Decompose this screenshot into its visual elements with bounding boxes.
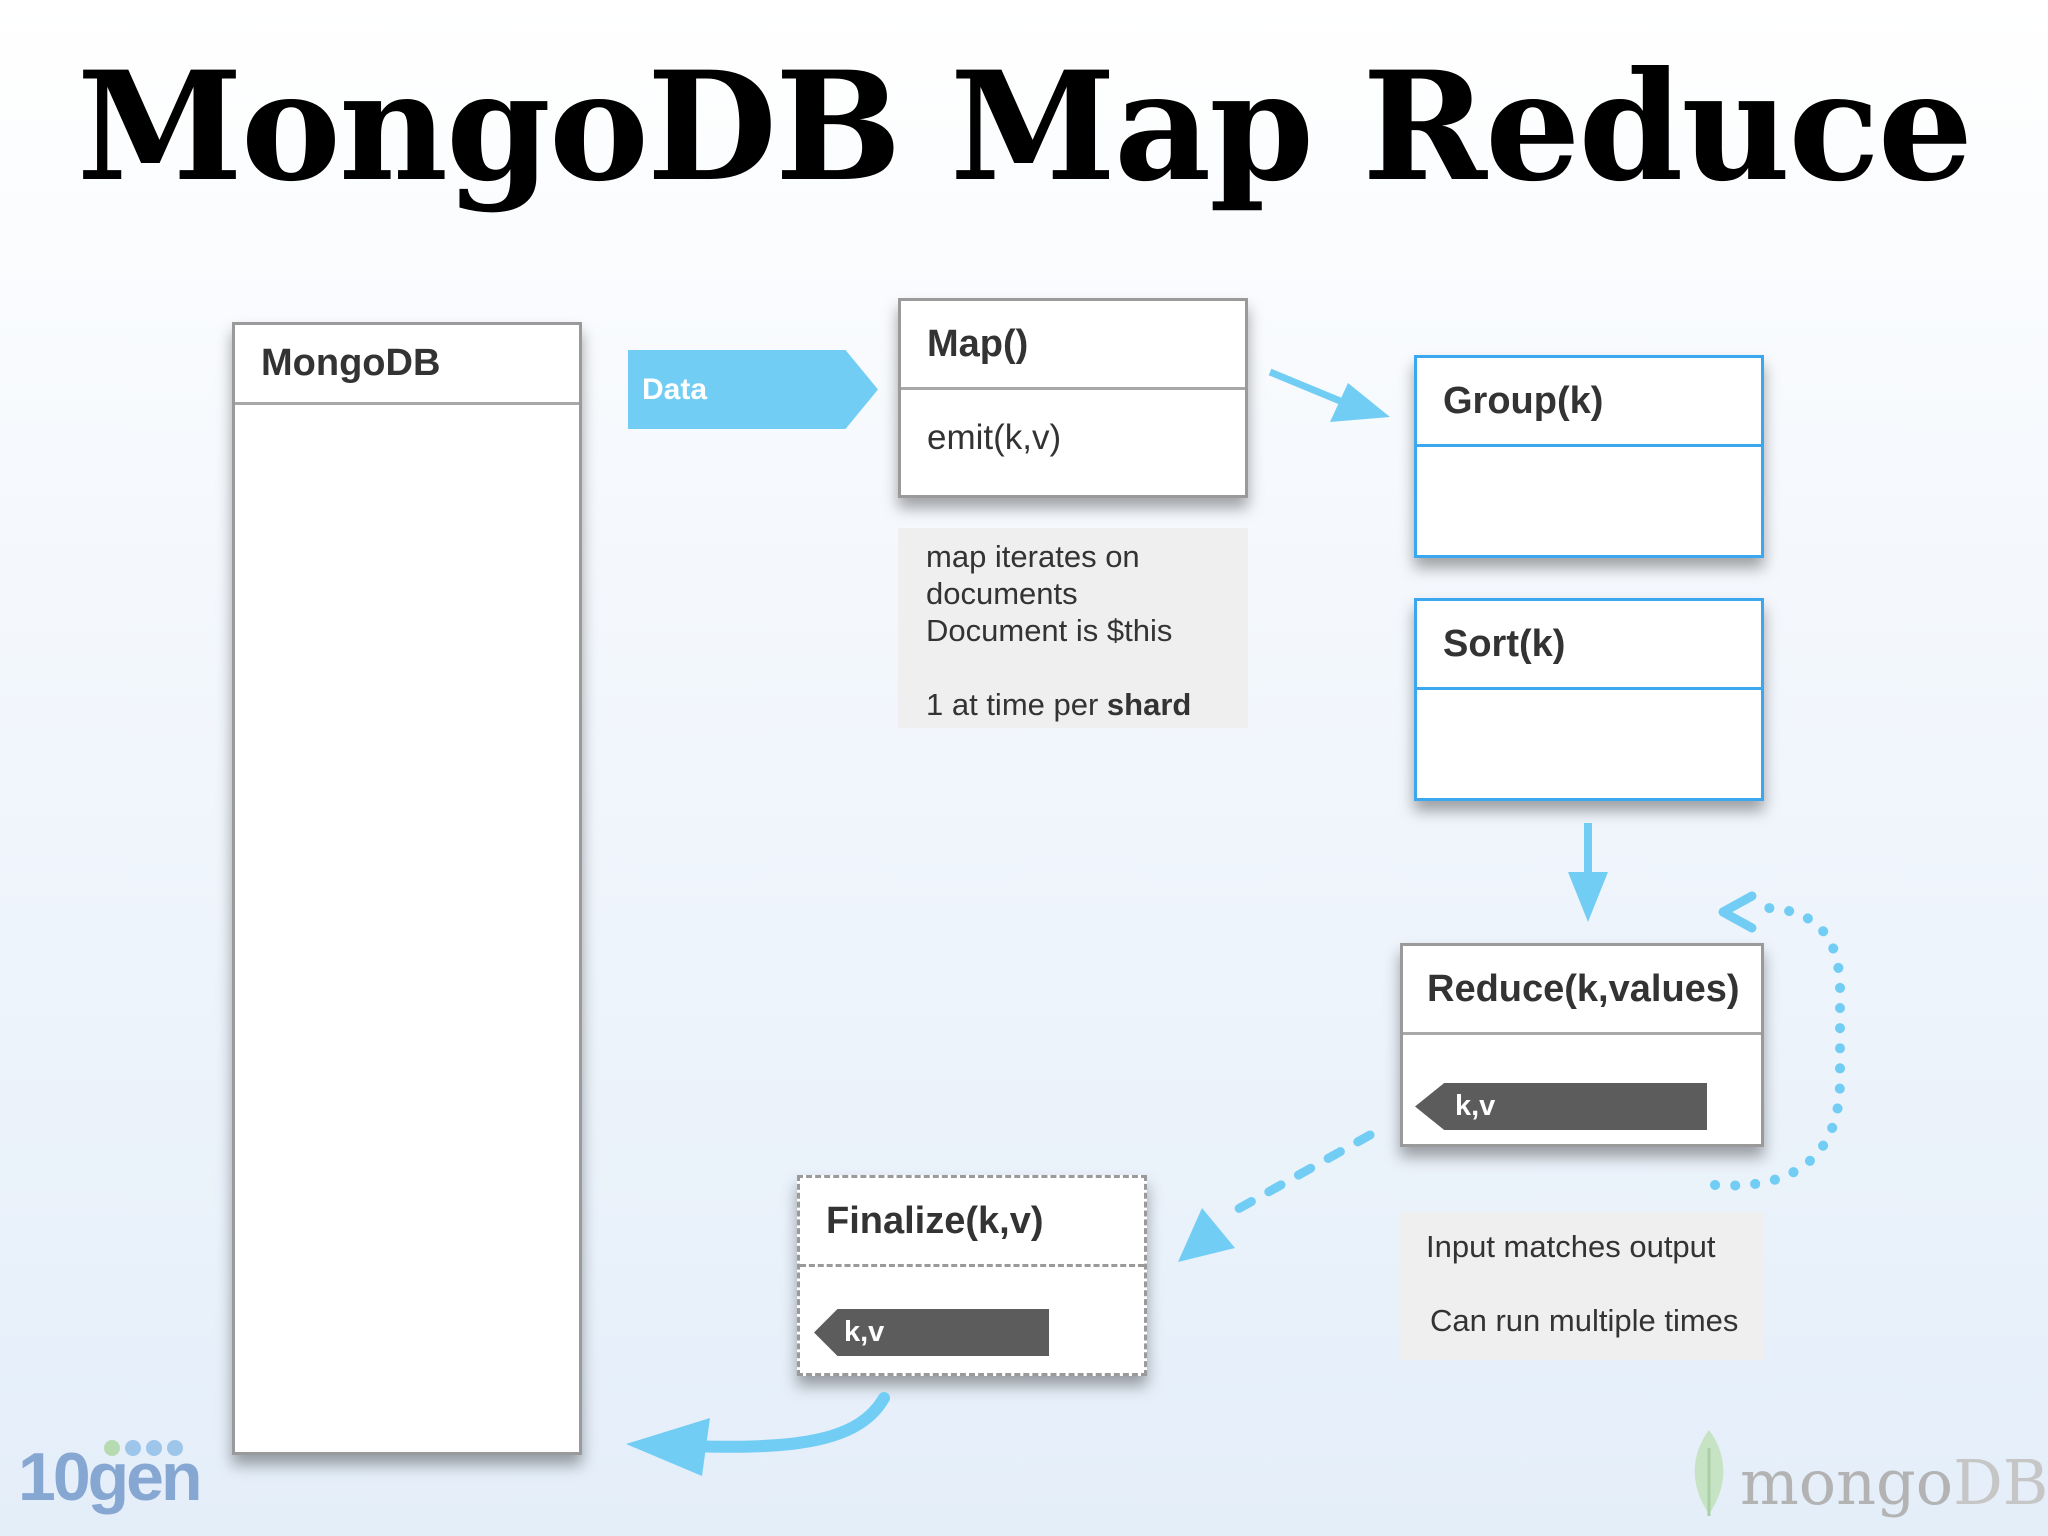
finalize-kv-label: k,v xyxy=(844,1316,885,1348)
data-tag: Data xyxy=(628,350,878,429)
map-box: Map() emit(k,v) xyxy=(898,298,1248,498)
mongodb-box-label: MongoDB xyxy=(235,325,579,405)
reduce-note-line2: Can run multiple times xyxy=(1430,1303,1739,1338)
arrow-reduce-loop xyxy=(1710,891,1845,1191)
mongodb-box: MongoDB xyxy=(232,322,582,1455)
group-box: Group(k) xyxy=(1414,355,1764,558)
map-box-label: Map() xyxy=(901,301,1245,390)
sort-box-label: Sort(k) xyxy=(1417,601,1761,690)
arrow-finalize-to-mongodb xyxy=(626,1392,890,1476)
map-note-line4: 1 at time per shard xyxy=(926,687,1192,722)
map-note-line1: map iterates on xyxy=(926,539,1140,574)
map-note: map iterates on documents Document is $t… xyxy=(898,528,1248,728)
finalize-box-label: Finalize(k,v) xyxy=(800,1178,1144,1267)
reduce-kv-tag: k,v xyxy=(1415,1083,1707,1130)
arrow-sort-to-reduce xyxy=(1568,823,1608,922)
mongodb-logo: mongoDB xyxy=(1740,1446,2048,1519)
finalize-kv-tag: k,v xyxy=(814,1309,1049,1356)
arrow-map-to-group xyxy=(1268,368,1390,422)
finalize-box: Finalize(k,v) k,v xyxy=(797,1175,1147,1376)
10gen-logo: 10gen xyxy=(18,1439,203,1515)
mongodb-leaf-icon xyxy=(1694,1430,1724,1516)
map-note-line3: Document is $this xyxy=(926,613,1173,648)
reduce-box-label: Reduce(k,values) xyxy=(1403,946,1761,1035)
10gen-dots xyxy=(104,1440,188,1461)
reduce-note: Input matches output Can run multiple ti… xyxy=(1400,1212,1764,1360)
slide-title: MongoDB Map Reduce xyxy=(76,39,1973,215)
map-box-body: emit(k,v) xyxy=(927,418,1062,457)
reduce-note-line1: Input matches output xyxy=(1426,1229,1716,1264)
reduce-kv-label: k,v xyxy=(1455,1090,1496,1122)
sort-box: Sort(k) xyxy=(1414,598,1764,801)
map-note-line2: documents xyxy=(926,576,1078,611)
arrow-reduce-to-finalize xyxy=(1178,1130,1375,1262)
reduce-box: Reduce(k,values) k,v xyxy=(1400,943,1764,1147)
group-box-label: Group(k) xyxy=(1417,358,1761,447)
